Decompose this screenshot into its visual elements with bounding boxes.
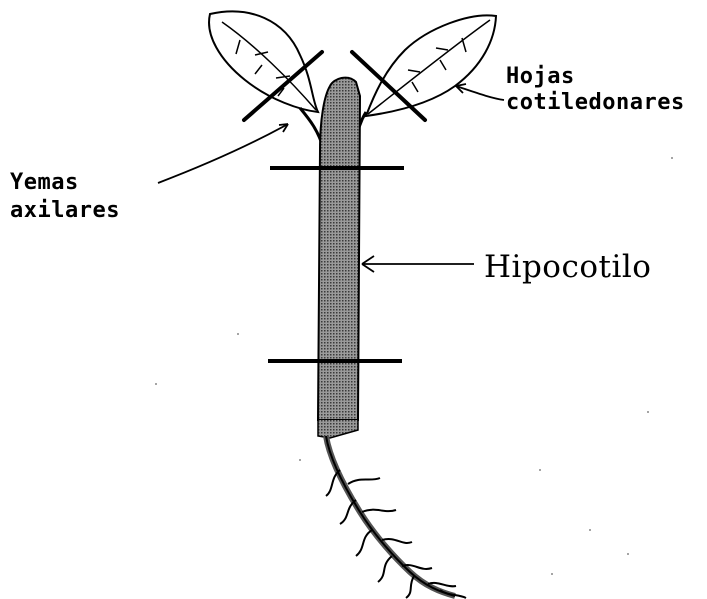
axillary-label-line1: Yemas xyxy=(10,172,79,194)
arrow-cotyledon xyxy=(456,86,504,100)
cotyledon-label-line1: Hojas xyxy=(506,66,575,88)
arrow-axillary xyxy=(158,124,288,183)
background-specks xyxy=(155,157,673,575)
cotyledon-label-line2: cotiledonares xyxy=(506,92,685,114)
left-cotyledon-leaf xyxy=(209,11,318,112)
right-cotyledon-leaf xyxy=(366,15,496,116)
axillary-label-line2: axilares xyxy=(10,200,120,222)
hypocotyl-label: Hipocotilo xyxy=(484,252,651,283)
root-system xyxy=(326,436,466,598)
hypocotyl-stem xyxy=(318,78,360,438)
